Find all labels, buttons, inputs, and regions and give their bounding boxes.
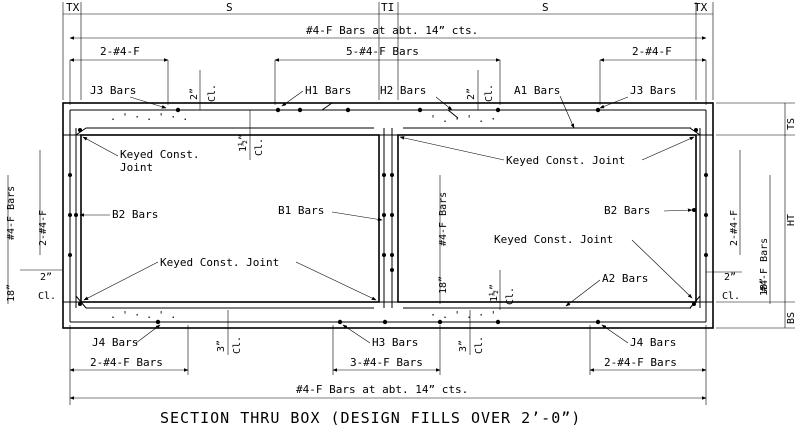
clear-top-mid: 2” <box>466 88 477 100</box>
label-keyed-bot-right: Keyed Const. Joint <box>494 233 613 246</box>
dim-left-wall-bars: #4-F Bars <box>6 186 17 240</box>
clear-bot-left-cl: Cl. <box>232 336 243 354</box>
clear-right-side: 2” <box>724 272 736 283</box>
clear-top-mid-cl: Cl. <box>484 84 495 102</box>
bottom-dimensions <box>69 325 707 405</box>
concrete-speckle: . ' · . ' · . ' . · ' . · . ' · . ' . · … <box>110 112 496 321</box>
dim-top-left-count: 2-#4-F <box>100 45 140 58</box>
clear-top-left: 2” <box>189 88 200 100</box>
clear-bot-left: 3” <box>216 340 227 352</box>
box-outline <box>62 102 714 329</box>
dim-tx-right: TX <box>694 1 708 14</box>
dim-ts: TS <box>786 118 797 130</box>
top-dimensions <box>62 2 714 105</box>
drawing-title: SECTION THRU BOX (DESIGN FILLS OVER 2’-0… <box>160 409 581 427</box>
right-cell <box>397 134 697 303</box>
label-b1: B1 Bars <box>278 204 324 217</box>
clear-top-left-cl: Cl. <box>207 84 218 102</box>
dim-ti: TI <box>381 1 394 14</box>
label-keyed-top-right: Keyed Const. Joint <box>506 154 625 167</box>
label-h2: H2 Bars <box>380 84 426 97</box>
dim-left-18: 18” <box>6 284 17 302</box>
label-h1: H1 Bars <box>305 84 351 97</box>
label-h3: H3 Bars <box>372 336 418 349</box>
label-j3-left: J3 Bars <box>90 84 136 97</box>
label-keyed-bot-left: Keyed Const. Joint <box>160 256 279 269</box>
dim-bottom-spacing: #4-F Bars at abt. 14” cts. <box>296 383 468 396</box>
bar-dots <box>68 107 708 325</box>
dim-mid-wall-bars: #4-F Bars <box>438 192 449 246</box>
dim-tx-left: TX <box>66 1 80 14</box>
dim-bot-mid-count: 3-#4-F Bars <box>350 356 423 369</box>
dim-left-wall-count: 2-#4-F <box>38 210 49 246</box>
dim-bot-right-count: 2-#4-F Bars <box>604 356 677 369</box>
svg-text:' . · ' . ·: ' . · ' . · <box>430 114 496 125</box>
dim-top-spacing: #4-F Bars at abt. 14” cts. <box>306 24 478 37</box>
label-keyed-top-left-2: Joint <box>120 161 153 174</box>
dim-mid-18: 18” <box>438 276 449 294</box>
label-a2: A2 Bars <box>602 272 648 285</box>
clear-bs: 1½” <box>488 284 500 302</box>
label-j3-right: J3 Bars <box>630 84 676 97</box>
label-keyed-top-left-1: Keyed Const. <box>120 148 199 161</box>
clear-ts: 1½” <box>237 134 249 152</box>
clear-bot-mid: 3” <box>458 340 469 352</box>
dim-right-wall-bars: #4-F Bars <box>759 238 770 292</box>
clear-left-side-cl: Cl. <box>38 291 56 302</box>
label-j4-right: J4 Bars <box>630 336 676 349</box>
label-j4-left: J4 Bars <box>92 336 138 349</box>
clear-right-side-cl: Cl. <box>722 291 740 302</box>
dim-bs: BS <box>786 312 797 324</box>
svg-text:. ' · . ' .: . ' · . ' . <box>110 310 176 321</box>
left-dimensions <box>7 150 62 304</box>
svg-text:. ' · . ' · .: . ' · . ' · . <box>110 112 188 123</box>
dim-top-mid-count: 5-#4-F Bars <box>346 45 419 58</box>
clear-ts-cl: Cl. <box>254 138 265 156</box>
dim-ht: HT <box>786 214 797 226</box>
label-b2-left: B2 Bars <box>112 208 158 221</box>
dim-s-left: S <box>226 1 233 14</box>
svg-text:· . ' . · ': · . ' . · ' <box>430 310 496 321</box>
clear-left-side: 2” <box>40 272 52 283</box>
dim-top-right-count: 2-#4-F <box>632 45 672 58</box>
dim-bot-left-count: 2-#4-F Bars <box>90 356 163 369</box>
clear-bot-mid-cl: Cl. <box>474 336 485 354</box>
dim-right-wall-count: 2-#4-F <box>729 210 740 246</box>
label-a1: A1 Bars <box>514 84 560 97</box>
clear-bs-cl: Cl. <box>505 287 516 305</box>
right-dimensions <box>716 102 795 329</box>
label-b2-right: B2 Bars <box>604 204 650 217</box>
dim-right-18: 18” <box>759 278 770 296</box>
dim-s-right: S <box>542 1 549 14</box>
